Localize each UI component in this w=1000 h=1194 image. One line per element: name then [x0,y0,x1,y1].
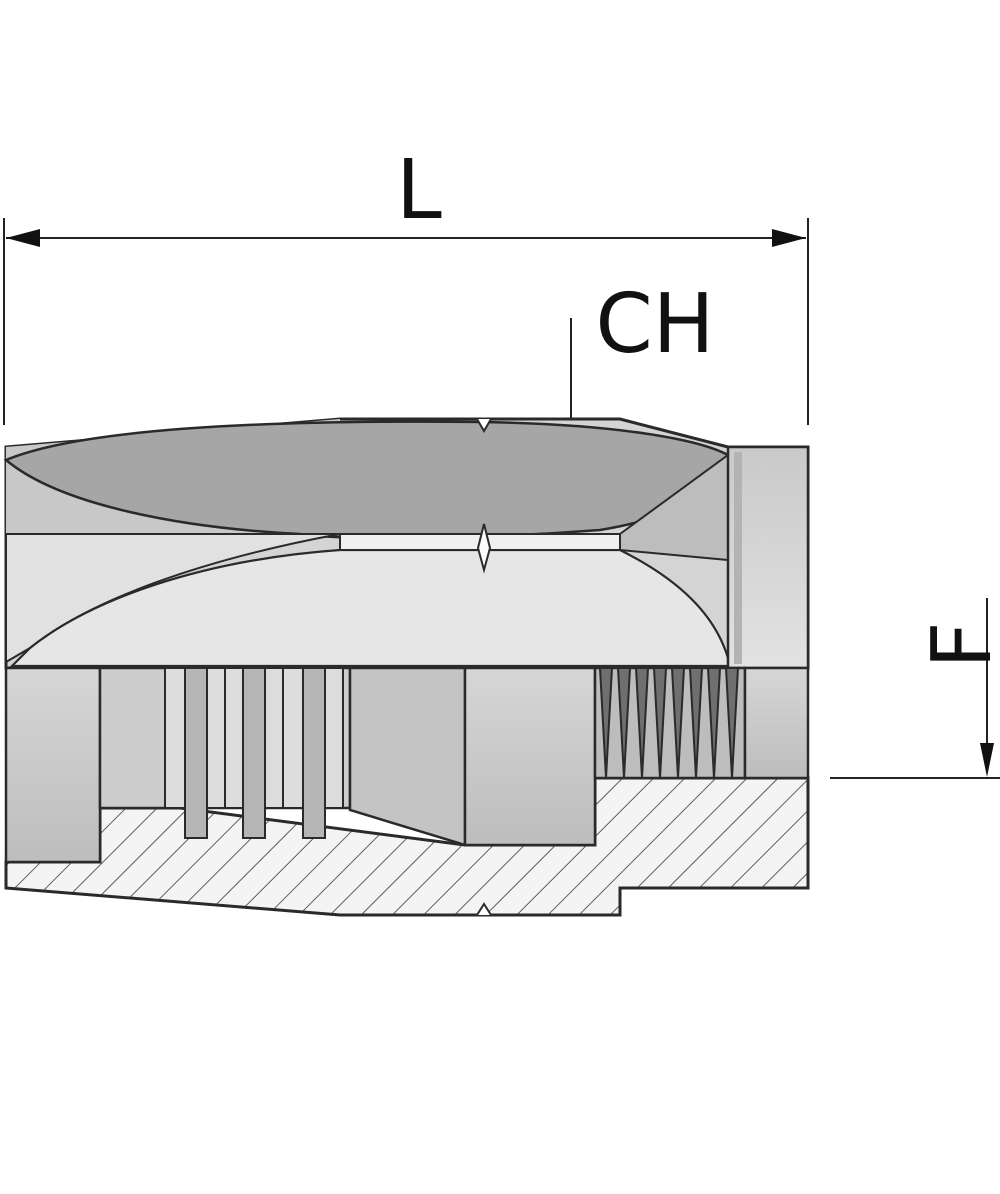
arrowhead-icon [6,229,40,247]
serration-grooves [164,667,344,839]
notch-top [476,418,492,433]
bore-left [4,666,102,864]
notch-bottom [476,902,492,916]
thread-label: F [915,621,1000,668]
notch-middle [476,523,492,574]
thread-tooth [634,667,650,779]
thread-tooth [598,667,614,779]
groove [242,667,266,839]
groove [164,667,186,809]
groove [206,667,226,809]
hex-label: CH [596,277,715,372]
arrowhead-icon [772,229,806,247]
groove [264,667,284,809]
groove [302,667,326,839]
dimension-thread: F [830,598,1000,779]
groove [184,667,208,839]
groove [224,667,244,809]
thread-tooth [706,667,722,779]
fitting-section [4,666,810,917]
thread-tooth [652,667,668,779]
thread-tooth [670,667,686,779]
groove [324,667,344,809]
thread-zone [593,666,747,780]
thread-tooth [616,667,632,779]
bore-center [463,666,597,847]
thread-teeth [598,667,740,779]
arrowhead-icon [980,743,994,777]
bore-right [743,666,810,780]
fitting-exterior [3,417,810,670]
dimension-length: L [3,143,809,425]
length-label: L [396,143,442,238]
right-shoulder-shade [734,452,742,664]
thread-tooth [688,667,704,779]
tapered-bore [348,666,467,847]
groove [282,667,304,809]
thread-tooth [724,667,740,779]
